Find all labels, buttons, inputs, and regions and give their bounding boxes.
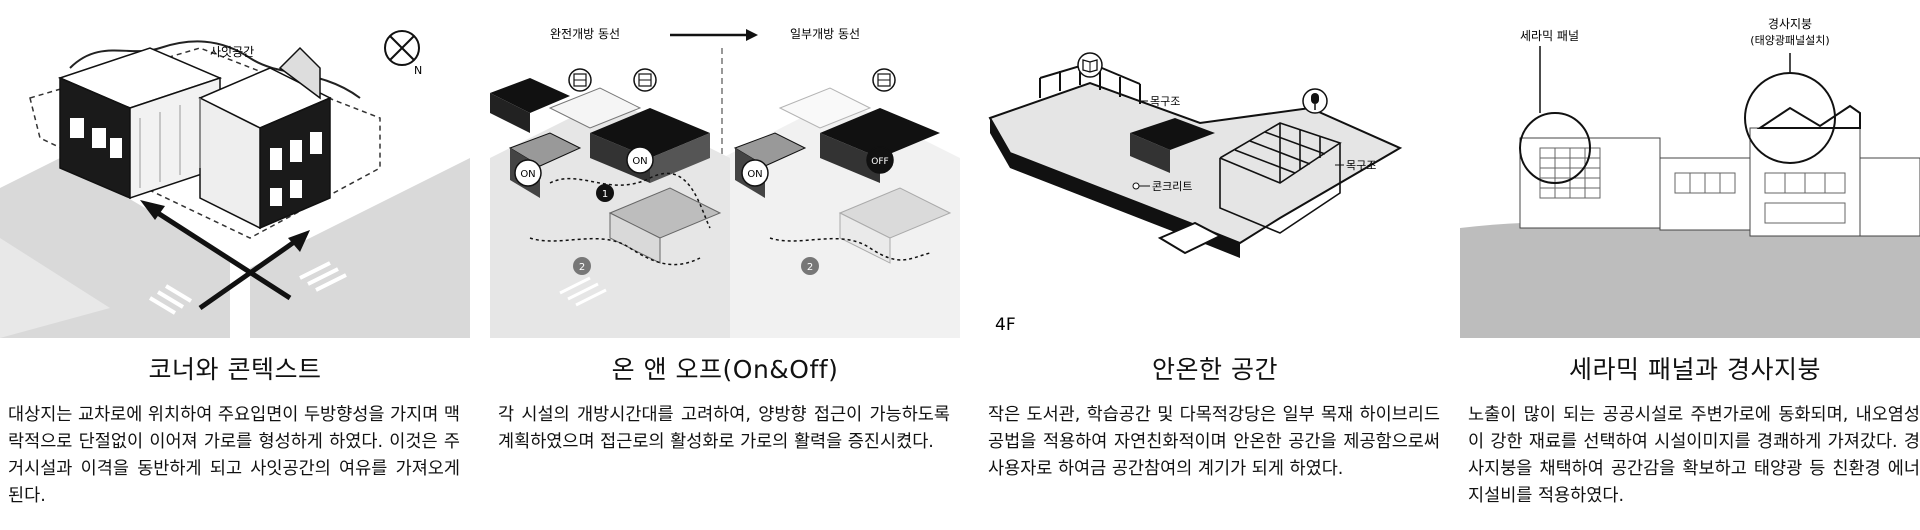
off-badge: OFF xyxy=(871,157,888,167)
panel-on-off: 완전개방 동선 일부개방 동선 xyxy=(490,0,960,530)
step-marker: 1 xyxy=(602,189,608,200)
panel-cozy-space: 목구조 콘크리트 목구조 4F 안온한 공간 작은 도서관, 학습공간 및 다목… xyxy=(980,0,1450,530)
wood-structure-label: 목구조 xyxy=(1150,95,1180,108)
panel-title: 코너와 콘텍스트 xyxy=(148,355,322,384)
corner-context-diagram: N 사잇공간 xyxy=(0,8,470,338)
panel-title: 온 앤 오프(On&Off) xyxy=(611,355,839,384)
solar-panel-note: (태양광패널설치) xyxy=(1750,34,1829,47)
ceramic-panel-label: 세라믹 패널 xyxy=(1520,29,1579,43)
ceramic-roof-diagram: 세라믹 패널 경사지붕 (태양광패널설치) xyxy=(1460,8,1920,338)
cozy-space-diagram: 목구조 콘크리트 목구조 4F xyxy=(980,8,1450,338)
microphone-icon xyxy=(1302,88,1328,114)
full-open-label: 완전개방 동선 xyxy=(550,27,620,41)
on-off-diagram: 완전개방 동선 일부개방 동선 xyxy=(490,8,960,338)
panel-description: 대상지는 교차로에 위치하여 주요입면이 두방향성을 가지며 맥락적으로 단절없… xyxy=(8,405,460,506)
on-badge: ON xyxy=(747,169,762,180)
compass-icon xyxy=(384,30,420,66)
gap-space-label: 사잇공간 xyxy=(210,45,254,59)
floor-label: 4F xyxy=(995,315,1016,335)
panel-description: 각 시설의 개방시간대를 고려하여, 양방향 접근이 가능하도록 계획하였으며 … xyxy=(498,405,950,452)
panel-description: 작은 도서관, 학습공간 및 다목적강당은 일부 목재 하이브리드 공법을 적용… xyxy=(988,405,1440,479)
panel-title: 안온한 공간 xyxy=(1152,355,1278,384)
on-badge: ON xyxy=(632,156,647,167)
building-icon xyxy=(633,68,657,92)
direction-arrows-icon xyxy=(140,200,310,311)
book-icon xyxy=(1077,52,1103,78)
step-marker: 2 xyxy=(807,262,813,273)
on-badge: ON xyxy=(520,169,535,180)
panel-ceramic-roof: 세라믹 패널 경사지붕 (태양광패널설치) 세라믹 패널과 경사지붕 노출이 많… xyxy=(1460,0,1920,530)
panel-description: 노출이 많이 되는 공공시설로 주변가로에 동화되며, 내오염성이 강한 재료를… xyxy=(1468,405,1920,506)
panel-corner-context: N 사잇공간 코너와 콘텍스트 대상지는 교차로에 위치하여 주요입면이 두방향… xyxy=(0,0,470,530)
wood-structure-label: 목구조 xyxy=(1346,159,1376,172)
step-marker: 2 xyxy=(579,262,585,273)
concrete-label: 콘크리트 xyxy=(1152,180,1192,193)
panel-title: 세라믹 패널과 경사지붕 xyxy=(1569,355,1821,384)
arrow-right-icon xyxy=(670,29,758,41)
partial-open-label: 일부개방 동선 xyxy=(790,27,860,41)
north-label: N xyxy=(414,64,422,77)
pitched-roof-label: 경사지붕 xyxy=(1768,17,1812,31)
building-icon xyxy=(872,68,896,92)
building-icon xyxy=(568,68,592,92)
